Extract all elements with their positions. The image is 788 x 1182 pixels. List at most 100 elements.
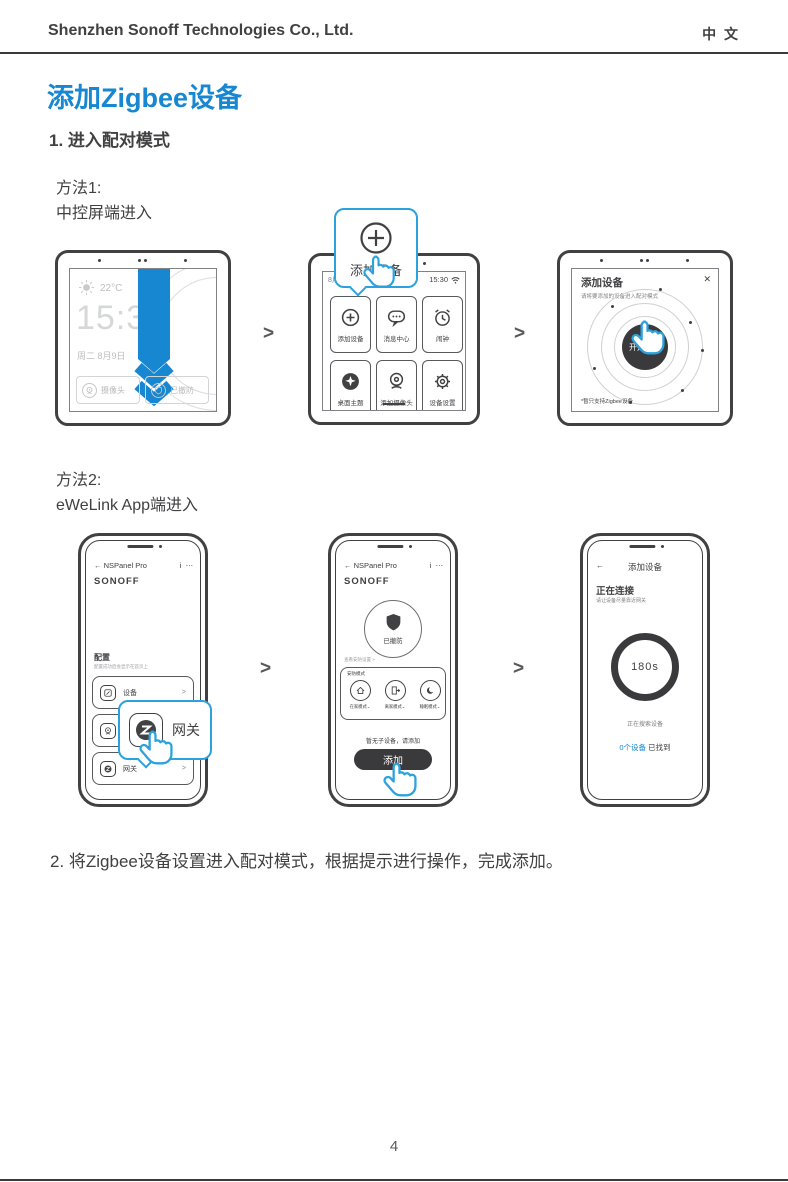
statusbar-time: 15:30	[429, 275, 448, 284]
list-item-label: 网关	[123, 765, 137, 773]
method2-label: 方法2: eWeLink App端进入	[56, 468, 198, 518]
phone-notch	[629, 545, 656, 548]
dome-camera-icon	[82, 382, 97, 398]
list-item-label: 设备	[123, 689, 137, 697]
nav-title: NSPanel Pro	[103, 561, 147, 570]
panel-speaker-dot	[144, 259, 147, 262]
nav-title: 添加设备	[627, 562, 662, 572]
radar-ring	[601, 303, 689, 391]
panel-home-screen: 22°C 15:30 周二 8月9日 摄像头	[55, 250, 231, 426]
empty-hint: 暂无子设备，请添加	[365, 739, 420, 745]
connecting-heading: 正在连接	[596, 586, 635, 597]
mode-away: 离家模式⌄	[378, 680, 412, 710]
method1-label-line1: 方法1:	[56, 180, 102, 197]
camera-shortcut-button: 摄像头	[76, 376, 140, 404]
theme-icon	[342, 372, 359, 390]
tile-device-settings: 设备设置	[422, 360, 463, 410]
popup-gateway-label: 网关	[172, 722, 200, 738]
method2-label-line1: 方法2:	[56, 472, 102, 489]
phone-camera-dot	[409, 545, 412, 548]
info-icon: i	[179, 561, 182, 570]
mode-label: 离家模式⌄	[384, 704, 406, 709]
nav-bar: ← NSPanel Pro i ⋯	[94, 561, 193, 570]
security-shortcut-label: 已撤防	[170, 385, 194, 395]
page-number: 4	[389, 1138, 399, 1155]
panel-speaker-dot	[646, 259, 649, 262]
security-link: 查看安防设置 >	[344, 657, 375, 662]
footer-divider	[0, 1179, 788, 1181]
shield-icon	[151, 382, 166, 398]
radar-ring	[614, 316, 676, 378]
sonoff-logo: SONOFF	[94, 576, 140, 587]
card-title: 安防模式	[347, 671, 365, 676]
chevron-right-icon: >	[181, 689, 186, 696]
home-indicator	[383, 403, 405, 405]
page-title: 添加Zigbee设备	[47, 83, 243, 113]
sun-icon	[79, 280, 94, 295]
camera-icon	[100, 722, 116, 739]
security-shortcut-button: 已撤防	[145, 376, 209, 404]
statusbar-right: 15:30	[429, 275, 460, 284]
hand-cursor-icon	[382, 760, 420, 804]
clock-date: 周二 8月9日	[77, 351, 126, 361]
alarm-clock-icon	[435, 308, 450, 326]
phone-notch	[127, 545, 154, 548]
sleep-mode-icon	[419, 680, 441, 701]
found-count: 0个设备	[619, 743, 647, 752]
nav-title: NSPanel Pro	[353, 561, 397, 570]
plus-circle-icon	[360, 222, 392, 254]
arm-state-label: 已撤防	[383, 638, 403, 645]
step-1-text: 1. 进入配对模式	[49, 131, 170, 150]
more-icon: ⋯	[185, 561, 194, 570]
phone-bezel	[85, 540, 201, 800]
tile-label: 添加设备	[337, 335, 364, 343]
away-mode-icon	[384, 680, 406, 701]
info-icon: i	[429, 561, 432, 570]
back-arrow-icon: ←	[344, 561, 352, 570]
home-screen: 22°C 15:30 周二 8月9日 摄像头	[69, 268, 217, 412]
panel-camera-dot	[686, 259, 689, 262]
phone-camera-dot	[159, 545, 162, 548]
language-label: 中 文	[702, 26, 740, 42]
panel-camera-dot	[423, 262, 426, 265]
back-arrow-icon: ←	[94, 561, 102, 570]
message-icon	[387, 309, 406, 327]
dome-camera-icon	[389, 372, 404, 389]
pairing-note: *暂只支持Zigbee设备	[581, 399, 633, 405]
config-section-title: 配置	[94, 653, 110, 662]
method1-label-line2: 中控屏端进入	[56, 205, 153, 222]
mode-label: 在家模式⌄	[349, 704, 371, 709]
connecting-subtitle: 请让设备尽量靠近网关	[596, 598, 647, 604]
tile-label: 桌面主题	[337, 399, 364, 407]
tile-label: 消息中心	[383, 335, 410, 343]
plus-circle-icon	[341, 308, 360, 326]
sonoff-logo: SONOFF	[344, 576, 390, 587]
tile-label: 闹钟	[436, 335, 449, 343]
hand-cursor-icon	[362, 253, 398, 295]
hand-cursor-icon	[630, 318, 668, 362]
panel-speaker-dot	[138, 259, 141, 262]
tile-message-center: 消息中心	[376, 296, 417, 353]
mode-label: 睡眠模式⌄	[419, 704, 441, 709]
tile-label: 设备设置	[429, 399, 456, 407]
company-name: Shenzhen Sonoff Technologies Co., Ltd.	[48, 22, 354, 39]
arm-state-circle: 已撤防	[364, 600, 422, 658]
more-icon: ⋯	[435, 561, 444, 570]
camera-shortcut-label: 摄像头	[101, 385, 125, 395]
phone-bezel	[335, 540, 451, 800]
countdown-ring: 180s	[611, 633, 679, 701]
mode-sleep: 睡眠模式⌄	[413, 680, 447, 710]
device-icon	[100, 684, 116, 701]
pairing-title: 添加设备	[581, 277, 623, 289]
step-2-text: 2. 将Zigbee设备设置进入配对模式，根据提示进行操作，完成添加。	[50, 852, 563, 871]
home-mode-icon	[349, 680, 371, 701]
gateway-icon	[100, 760, 116, 777]
phone-device-screen: ← NSPanel Pro i ⋯ SONOFF 已撤防 查看安防设置 > 安防…	[328, 533, 458, 807]
back-arrow-icon: ←	[596, 561, 604, 570]
add-button: 添加	[354, 749, 432, 770]
flow-arrow-2: >	[514, 323, 526, 344]
panel-sensor-dot	[600, 259, 603, 262]
tile-add-device: 添加设备	[330, 296, 371, 353]
security-mode-card: 安防模式 在家模式⌄ 离家模式⌄	[340, 667, 446, 720]
found-suffix: 已找到	[648, 743, 671, 752]
